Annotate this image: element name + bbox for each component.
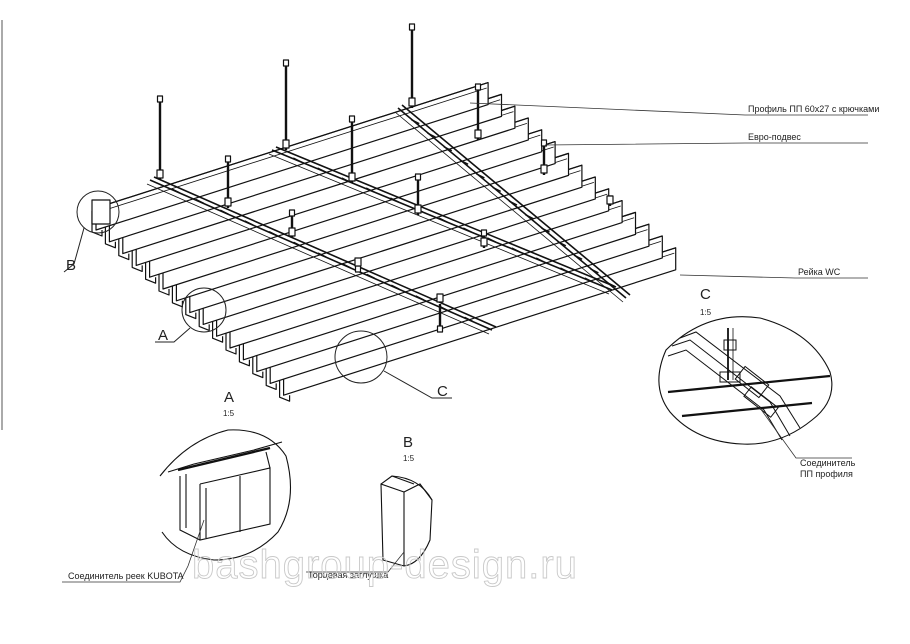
- carrier-hook: [292, 157, 302, 163]
- carrier-hook: [492, 186, 502, 193]
- carrier-hook: [410, 118, 420, 125]
- carrier-hook: [459, 159, 469, 165]
- carrier-hook: [590, 268, 599, 274]
- carrier-hook: [524, 213, 534, 220]
- hanger-rod-cap: [348, 115, 356, 123]
- label-end-cap: Торцевая заглушка: [308, 570, 388, 580]
- detail-c-title: C: [700, 286, 711, 303]
- carrier-hook: [427, 132, 436, 138]
- carrier-hook: [438, 217, 448, 223]
- main-assembly: [91, 23, 677, 402]
- carrier-hook: [342, 263, 351, 269]
- detail-a-leader: [62, 519, 205, 583]
- detail-b-scale: 1:5: [403, 454, 415, 463]
- hanger-clip: [540, 164, 548, 174]
- carrier-hook: [439, 305, 449, 312]
- label-connector-profile-1: Соединитель: [800, 458, 856, 468]
- hanger-clip: [288, 227, 296, 237]
- hanger-rod-cap: [288, 209, 296, 217]
- hanger-clip: [282, 139, 290, 149]
- carrier-hook: [535, 257, 545, 263]
- hanger-rod-cap: [436, 325, 444, 333]
- carrier-hook: [584, 277, 594, 283]
- detail-b: B 1:5 Торцевая заглушка: [306, 434, 433, 580]
- label-slat: Рейка WC: [798, 267, 841, 277]
- detail-b-title: B: [403, 434, 413, 451]
- carrier-hook: [365, 187, 375, 193]
- hanger-rod-cap: [540, 139, 548, 147]
- hanger-clip: [156, 169, 164, 179]
- carrier-profile-edge: [401, 104, 631, 296]
- carrier-hook: [390, 284, 400, 290]
- carrier-hook: [171, 188, 180, 194]
- carrier-hook: [541, 227, 550, 233]
- slat-top-edge: [95, 81, 489, 209]
- hanger-clip: [414, 204, 422, 214]
- hanger-rod-cap: [480, 229, 488, 237]
- hanger-clip: [480, 237, 488, 247]
- carrier-hook: [560, 267, 569, 273]
- carrier-hook: [366, 273, 376, 280]
- label-profile: Профиль ПП 60х27 с крючками: [748, 104, 879, 114]
- carrier-hook: [293, 241, 302, 247]
- carrier-profile-edge: [275, 146, 617, 288]
- hanger-clip: [354, 257, 362, 267]
- carrier-hook: [390, 197, 399, 203]
- leader-lines: [469, 102, 868, 279]
- carrier-hook: [508, 200, 518, 206]
- carrier-hook: [219, 209, 229, 215]
- label-hanger: Евро-подвес: [748, 132, 801, 142]
- carrier-hook: [195, 198, 205, 205]
- carrier-hook: [462, 227, 472, 233]
- callout-b: B: [66, 257, 76, 274]
- hanger-rod-cap: [156, 95, 164, 103]
- hanger-rod-cap: [414, 173, 422, 181]
- detail-c-scale: 1:5: [700, 308, 712, 317]
- carrier-hook: [244, 220, 254, 226]
- carrier-hook: [487, 237, 496, 243]
- detail-c: C 1:5 Соединитель ПП профиля: [658, 286, 856, 479]
- callout-c: C: [437, 383, 448, 400]
- carrier-profile-edge: [268, 153, 610, 295]
- hanger-rod-cap: [224, 155, 232, 163]
- carrier-hook: [511, 247, 521, 253]
- carrier-hook: [317, 252, 327, 258]
- carrier-profile-edge: [146, 183, 490, 335]
- hanger-rod-cap: [408, 23, 416, 31]
- carrier-hook: [268, 230, 278, 237]
- detail-c-leader: [759, 407, 852, 459]
- carrier-hook: [443, 146, 453, 152]
- label-connector-profile-2: ПП профиля: [800, 469, 853, 479]
- slat-inner-edge: [94, 87, 487, 214]
- hanger-clip: [348, 172, 356, 182]
- carrier-hook: [606, 281, 616, 288]
- watermark: bashgroup-design.ru: [192, 543, 578, 587]
- hanger-clip: [436, 293, 444, 303]
- carrier-hook: [415, 295, 425, 301]
- end-cap-box: [91, 199, 111, 225]
- carrier-hook: [573, 254, 583, 260]
- hanger-clip: [224, 197, 232, 207]
- carrier-hook: [476, 173, 485, 179]
- hanger-clip: [408, 97, 416, 107]
- carrier-profile-edge: [394, 111, 624, 303]
- detail-a-scale: 1:5: [223, 409, 235, 418]
- detail-a: A 1:5 Соединитель реек KUBOTA: [62, 389, 292, 583]
- hanger-rod-cap: [354, 265, 362, 273]
- hanger-rod-cap: [282, 59, 290, 67]
- label-connector-slats: Соединитель реек KUBOTA: [68, 571, 184, 581]
- carrier-hook: [557, 241, 567, 247]
- hanger-rod-cap: [474, 83, 482, 91]
- detail-b-leader: [306, 551, 405, 573]
- detail-a-title: A: [224, 389, 234, 406]
- hanger-clip: [606, 195, 614, 205]
- hanger-clip: [474, 129, 482, 139]
- carrier-hook: [464, 316, 473, 322]
- callout-a: A: [158, 327, 168, 344]
- callout-circles: [63, 190, 452, 399]
- carrier-hook: [317, 167, 326, 173]
